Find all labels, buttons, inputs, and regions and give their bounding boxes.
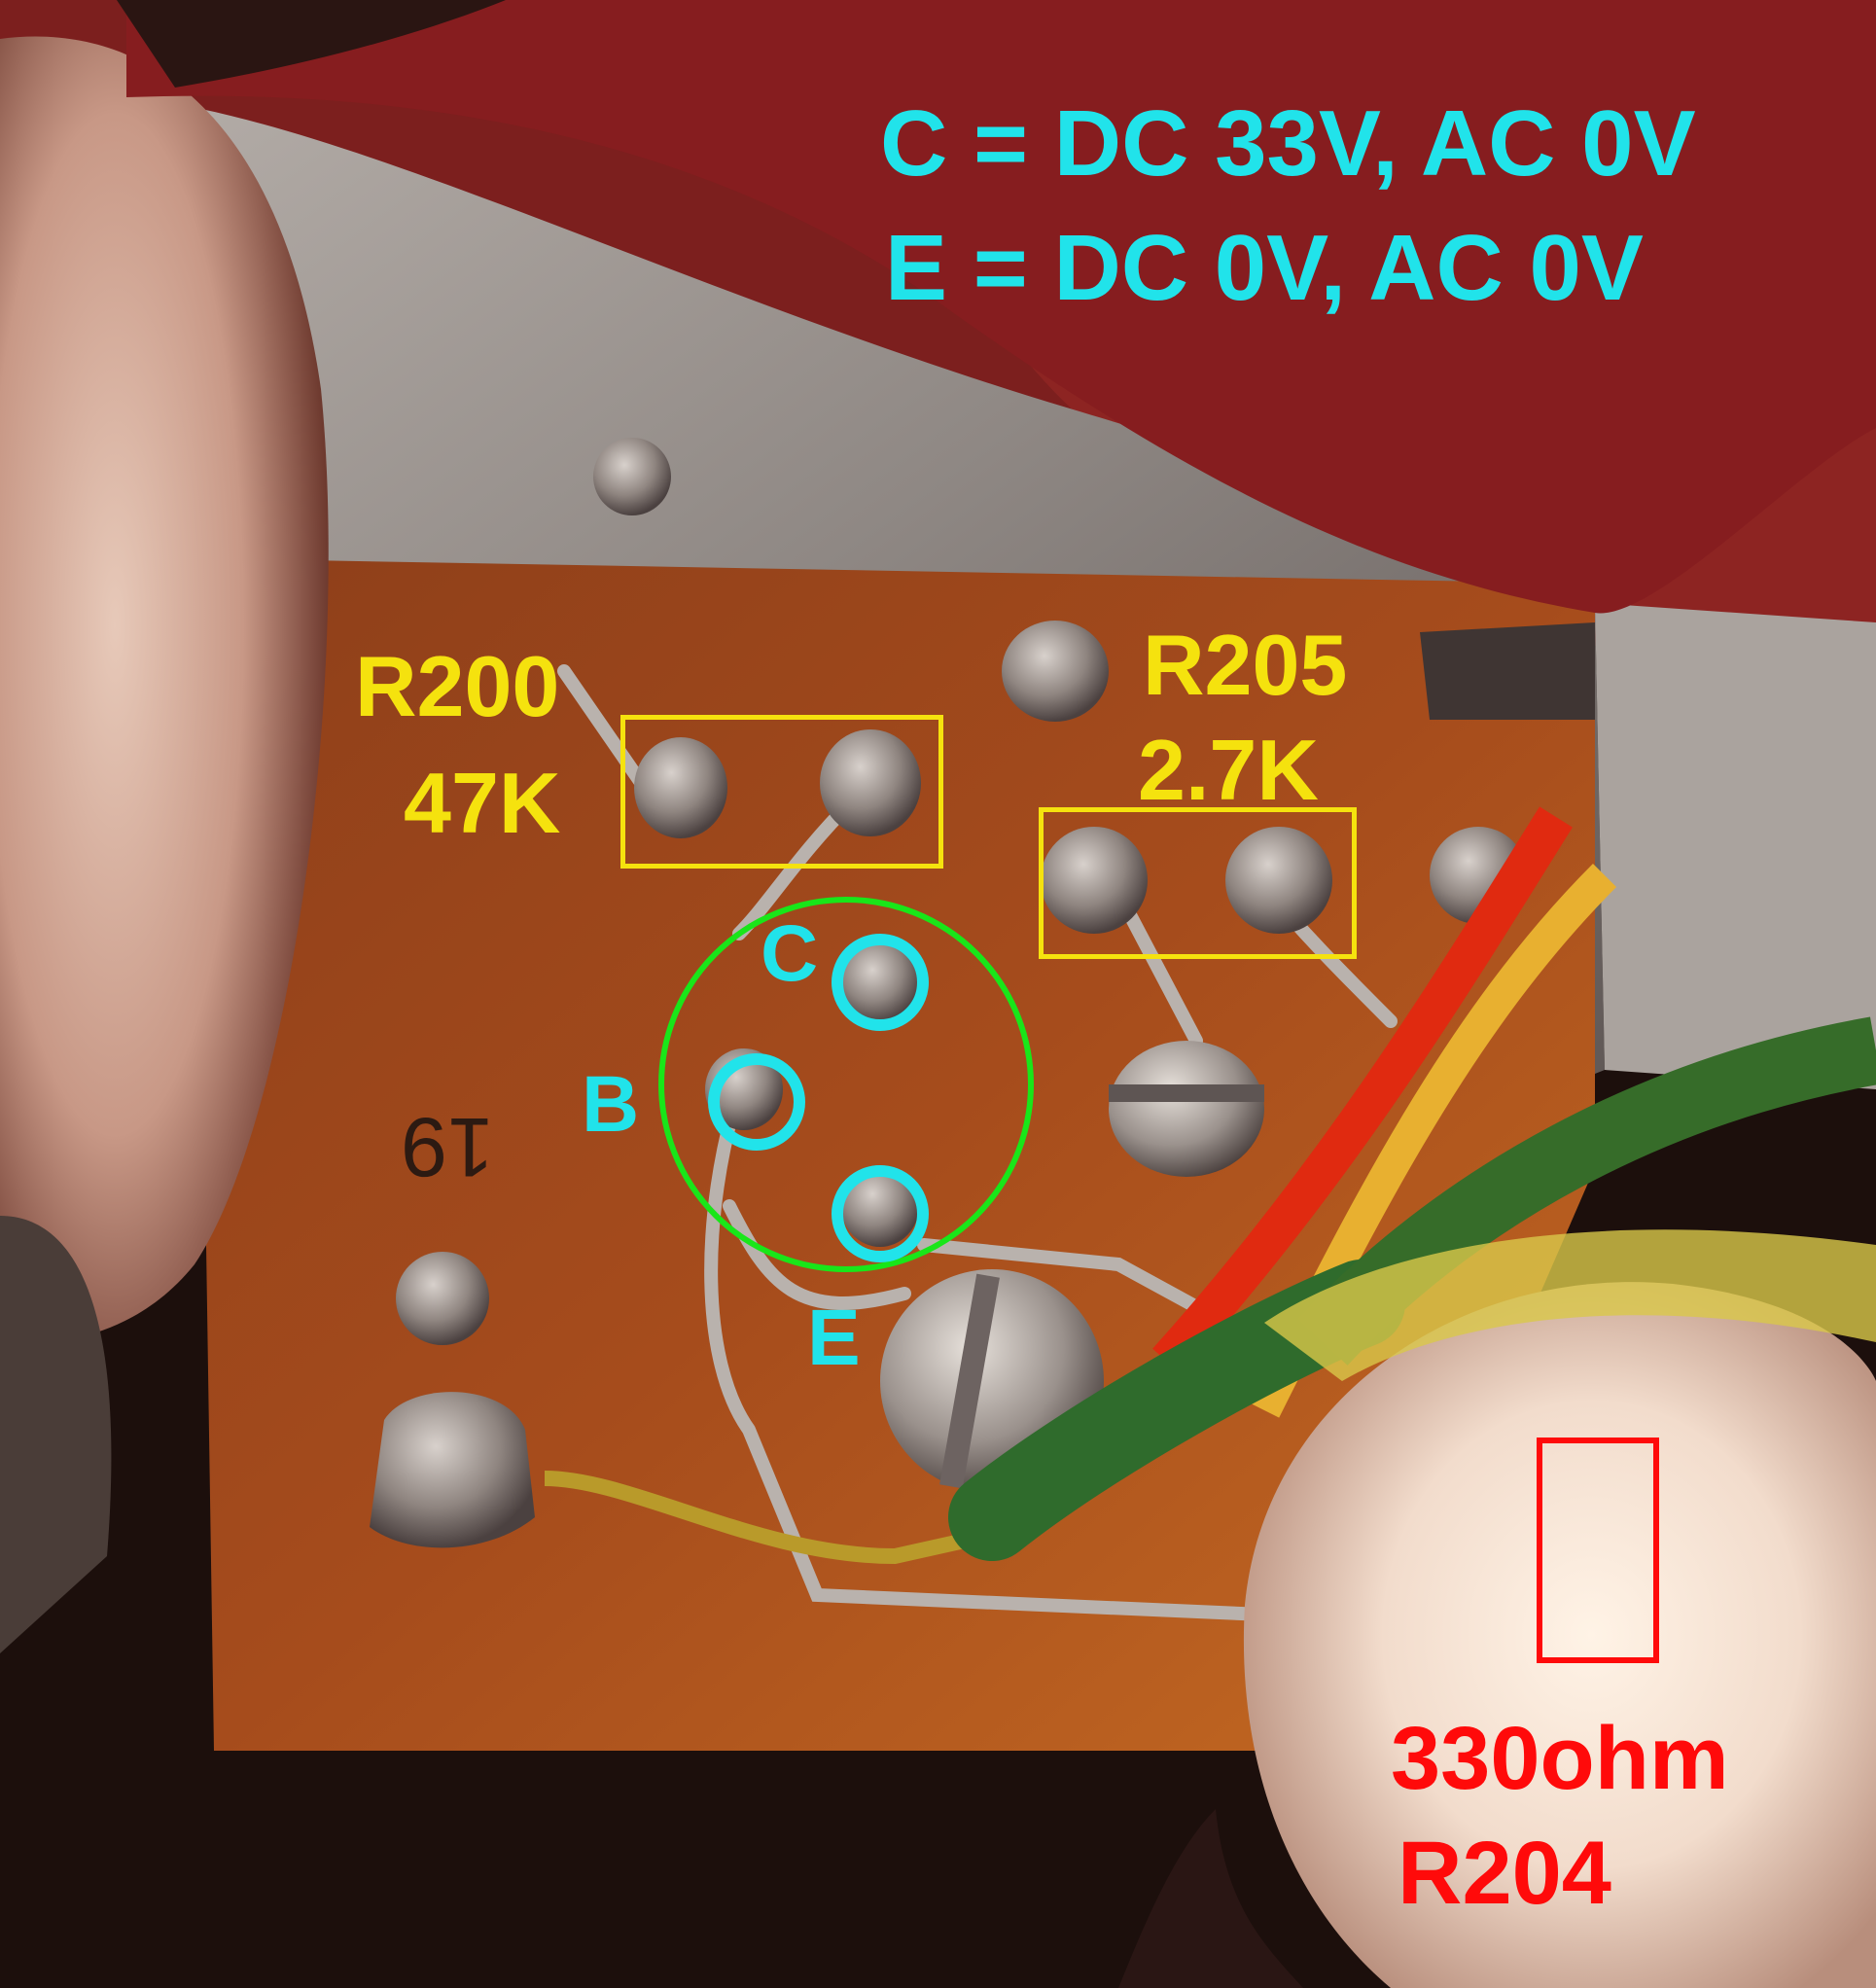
base-pin-label: B <box>582 1060 640 1149</box>
emitter-pin-circle <box>832 1165 929 1262</box>
emitter-voltage-note: E = DC 0V, AC 0V <box>885 216 1644 320</box>
collector-voltage-note: C = DC 33V, AC 0V <box>880 91 1696 195</box>
r200-value: 47K <box>404 755 561 851</box>
collector-pin-label: C <box>761 909 819 998</box>
r204-highlight-box <box>1537 1438 1659 1663</box>
r205-highlight-box <box>1039 807 1357 959</box>
r200-label: R200 <box>355 638 560 734</box>
r205-value: 2.7K <box>1138 722 1319 818</box>
r204-label: R204 <box>1398 1824 1611 1923</box>
board-marking-text: 19 <box>401 1100 494 1193</box>
base-pin-circle <box>708 1053 805 1151</box>
r200-highlight-box <box>620 715 943 869</box>
r205-label: R205 <box>1143 617 1348 713</box>
collector-pin-circle <box>832 934 929 1031</box>
transistor-outline-circle <box>658 897 1034 1272</box>
emitter-pin-label: E <box>807 1294 861 1382</box>
r204-value: 330ohm <box>1391 1709 1729 1808</box>
